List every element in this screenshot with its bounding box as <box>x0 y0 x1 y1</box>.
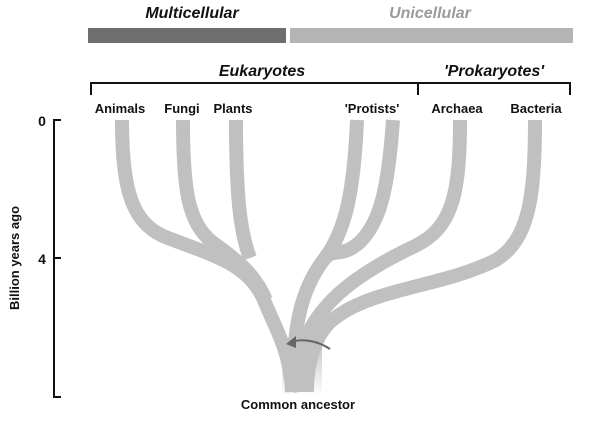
eukaryotes-bracket <box>90 82 419 95</box>
taxon-bacteria: Bacteria <box>510 101 562 116</box>
branch-archaea <box>291 119 467 393</box>
tick-label-0: 0 <box>38 113 46 129</box>
multicellular-bar <box>88 28 286 43</box>
tick-label-2: 4 <box>38 251 46 267</box>
transfer-arrow-head <box>286 336 296 348</box>
root-label: Common ancestor <box>241 397 355 412</box>
taxon-archaea: Archaea <box>431 101 483 116</box>
prokaryotes-label: 'Prokaryotes' <box>444 63 545 80</box>
branch-group <box>115 119 542 393</box>
branch-animals <box>115 119 299 393</box>
prokaryotes-bracket <box>417 82 571 95</box>
branch-fungi <box>176 119 273 303</box>
axis-label: Billion years ago <box>7 206 22 310</box>
multicellular-label: Multicellular <box>145 5 239 22</box>
taxon-plants: Plants <box>213 101 252 116</box>
eukaryotes-label: Eukaryotes <box>219 63 305 80</box>
taxon-fungi: Fungi <box>164 101 199 116</box>
branch-plants <box>229 119 257 261</box>
unicellular-label: Unicellular <box>389 5 472 22</box>
taxon-protists: 'Protists' <box>345 101 400 116</box>
unicellular-bar <box>290 28 573 43</box>
branch-protist-b <box>319 119 400 264</box>
taxon-animals: Animals <box>95 101 146 116</box>
